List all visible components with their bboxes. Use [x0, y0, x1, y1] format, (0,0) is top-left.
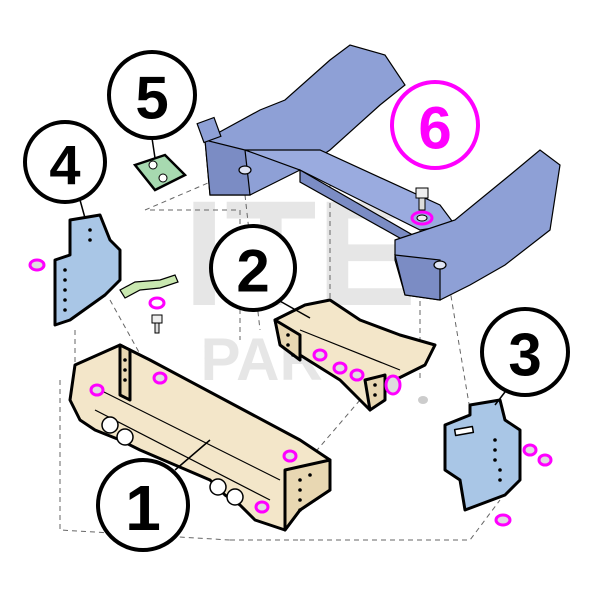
- main-hitch-bar: [68, 343, 332, 532]
- left-side-plate-hardware: [28, 258, 46, 272]
- center-bracket: [273, 298, 437, 412]
- callout-3: 3: [480, 307, 570, 397]
- right-side-plate-hardware: [494, 443, 553, 527]
- bar-hardware: [89, 371, 298, 514]
- callout-4-label: 4: [49, 134, 80, 197]
- callout-1-label: 1: [125, 472, 161, 544]
- callout-5-label: 5: [135, 65, 168, 132]
- callout-5: 5: [107, 50, 197, 140]
- right-side-plate: [443, 398, 522, 512]
- callout-6: 6: [390, 80, 480, 170]
- callout-1: 1: [96, 458, 190, 552]
- callout-4: 4: [23, 120, 107, 204]
- strap-bolt: [148, 296, 166, 334]
- bolt-6: [410, 187, 434, 226]
- nut-plate: [132, 153, 188, 192]
- callout-2: 2: [209, 224, 297, 312]
- green-strap: [119, 274, 179, 299]
- vehicle-frame: [196, 44, 561, 301]
- center-bracket-hardware: [312, 348, 428, 404]
- callout-3-label: 3: [508, 322, 541, 389]
- callout-6-label: 6: [418, 95, 451, 162]
- left-side-plate: [53, 213, 122, 327]
- callout-2-label: 2: [236, 238, 269, 305]
- leader-lines: [79, 137, 506, 471]
